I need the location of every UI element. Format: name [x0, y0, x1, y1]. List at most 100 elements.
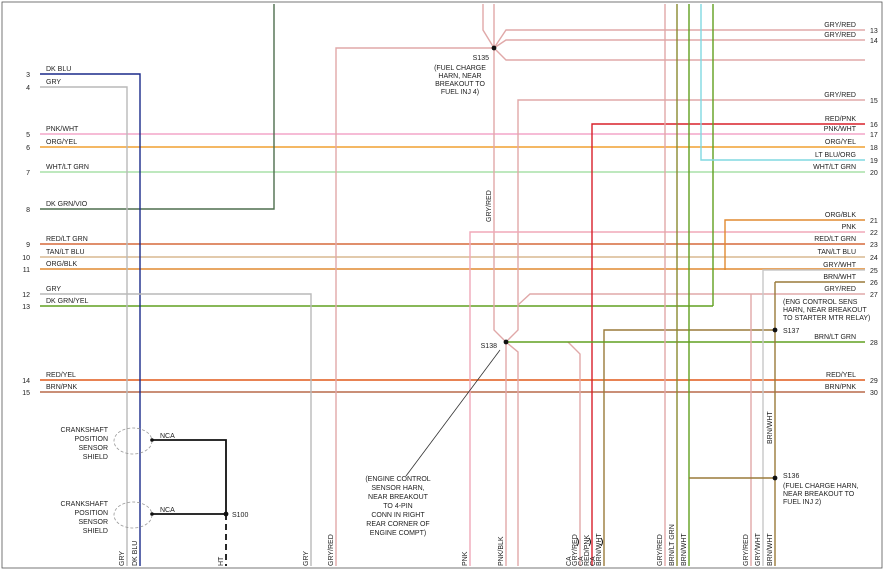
s137-label: S137	[783, 328, 799, 335]
bottom-wire-label: GRY/WHT	[755, 532, 762, 566]
bottom-wire-label: GRY/RED	[328, 534, 335, 566]
left-pin-number: 13	[22, 304, 30, 311]
diagram-border	[1, 1, 883, 569]
wire-gry-pin12-run	[40, 293, 312, 566]
right-pin-number: 25	[870, 268, 878, 275]
bottom-connectors	[576, 537, 603, 547]
shield-ellipse	[113, 427, 153, 455]
shield-label-line: SHIELD	[83, 454, 108, 461]
wire-s135-pin13	[493, 29, 865, 49]
nca-dot-2	[150, 512, 154, 516]
wire-gry-pin4-run	[40, 86, 128, 566]
wire-gry-wht-right	[762, 269, 865, 566]
bottom-wire-label: PNK	[462, 551, 469, 566]
bottom-wire-label: GRY/RED	[743, 534, 750, 566]
bottom-wire-label: GRY/RED	[572, 534, 579, 566]
right-pin-number: 21	[870, 218, 878, 225]
nca-label: NCA	[160, 507, 175, 514]
splice-dot-s135	[491, 45, 497, 51]
left-wire-label: BRN/PNK	[46, 384, 77, 391]
wire-s135-to-s138	[493, 48, 507, 343]
wire-s135-to-left	[335, 47, 494, 566]
wire-pnk-pin22	[469, 231, 865, 566]
right-wire-label: RED/YEL	[826, 372, 856, 379]
left-wire-label: GRY	[46, 79, 61, 86]
right-wire-label: GRY/RED	[824, 286, 856, 293]
connector-pin-label: CA	[590, 556, 597, 566]
right-wire-label: GRY/RED	[824, 22, 856, 29]
splice-dots	[150, 45, 778, 517]
left-pin-number: 7	[26, 170, 30, 177]
wire-org-blk-jog	[724, 219, 865, 270]
left-wire-label: DK GRN/YEL	[46, 298, 89, 305]
s138-leader	[405, 349, 501, 477]
right-pin-number: 20	[870, 170, 878, 177]
splice-dot-s138	[503, 339, 509, 345]
left-pin-number: 14	[22, 378, 30, 385]
s100-label: S100	[232, 512, 248, 519]
right-wire-label: RED/PNK	[825, 116, 856, 123]
right-pin-number: 22	[870, 230, 878, 237]
shield-label-line: SHIELD	[83, 528, 108, 535]
right-pin-number: 29	[870, 378, 878, 385]
right-pin-number: 30	[870, 390, 878, 397]
right-pin-number: 26	[870, 280, 878, 287]
left-pin-number: 11	[23, 267, 30, 274]
shield-label-line: POSITION	[75, 436, 108, 443]
left-wire-label: RED/LT GRN	[46, 236, 88, 243]
shield-label-line: POSITION	[75, 510, 108, 517]
right-wire-label: PNK/WHT	[824, 126, 857, 133]
right-pin-number: 16	[870, 122, 878, 129]
right-wire-label: TAN/LT BLU	[817, 249, 856, 256]
bottom-wire-label: PNK/BLK	[498, 536, 505, 566]
right-wire-label: BRN/LT GRN	[814, 334, 856, 341]
bottom-wire-label: RED/PNK	[584, 535, 591, 566]
left-wire-label: RED/YEL	[46, 372, 76, 379]
wire-s135-top-a	[482, 4, 495, 49]
bottom-wire-label: BRN/WHT	[681, 533, 688, 566]
right-pin-number: 13	[870, 28, 878, 35]
wire-s138-down	[505, 341, 519, 566]
right-wire-label: RED/LT GRN	[814, 236, 856, 243]
wire-red-pnk-pin16	[591, 123, 865, 566]
shield-ellipse	[113, 501, 153, 529]
shield-group: CRANKSHAFTPOSITIONSENSORSHIELDNCACRANKSH…	[61, 427, 176, 535]
splice-dot-s136	[772, 475, 778, 481]
vlabel-brn-wht-right: BRN/WHT	[767, 411, 774, 444]
splice-dot-s100	[223, 511, 229, 517]
right-wire-label: LT BLU/ORG	[815, 152, 856, 159]
left-wire-label: WHT/LT GRN	[46, 164, 89, 171]
right-pin-number: 14	[870, 38, 878, 45]
right-wire-label: WHT/LT GRN	[813, 164, 856, 171]
right-pin-number: 23	[870, 242, 878, 249]
wire-gry-red-pin15	[505, 99, 865, 343]
right-wire-label: ORG/BLK	[825, 212, 856, 219]
left-wire-label: DK BLU	[46, 66, 71, 73]
right-wire-label: PNK	[842, 224, 857, 231]
left-wire-label: DK GRN/VIO	[46, 201, 88, 208]
right-wire-label: BRN/WHT	[823, 274, 856, 281]
left-pin-number: 4	[26, 85, 30, 92]
left-pin-number: 9	[26, 242, 30, 249]
left-pin-number: 15	[22, 390, 30, 397]
bottom-wire-label: DK BLU	[132, 541, 139, 566]
bottom-wire-label: HT	[218, 556, 225, 566]
right-wire-label: GRY/RED	[824, 32, 856, 39]
wire-dk-grn-vio-run	[40, 4, 275, 210]
left-pin-number: 8	[26, 207, 30, 214]
wire-gry-red-lower	[567, 341, 581, 566]
left-pin-number: 12	[22, 292, 30, 299]
bottom-wire-label: GRY	[119, 551, 126, 566]
bottom-wire-label: BRN/LT GRN	[669, 524, 676, 566]
wire-brn-wht-s137	[603, 329, 775, 566]
left-pin-number: 3	[26, 72, 30, 79]
